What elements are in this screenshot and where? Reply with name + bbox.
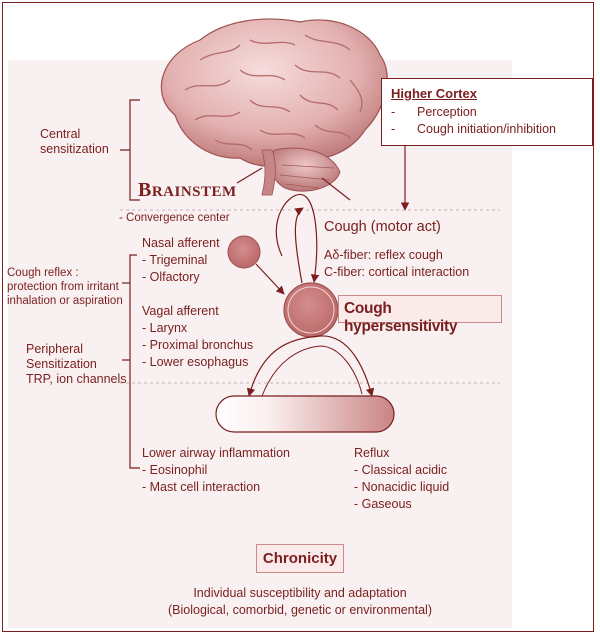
convergence-center: - Convergence center xyxy=(119,212,230,224)
lower-airway-eosinophil: - Eosinophil xyxy=(142,463,208,477)
reflux-classical-acidic: - Classical acidic xyxy=(354,463,448,477)
central-sensitization-line1: Central xyxy=(40,127,81,141)
lower-airway-title: Lower airway inflammation xyxy=(142,446,290,460)
brainstem-rest: RAINSTEM xyxy=(151,184,237,200)
brainstem-pointer-right xyxy=(321,177,351,201)
cough-reflex-line2: protection from irritant xyxy=(7,281,119,293)
footer-line1: Individual susceptibility and adaptation xyxy=(193,586,407,600)
cortex-item-cough-initiation: Cough initiation/inhibition xyxy=(417,122,556,136)
brainstem-label: BRAINSTEM xyxy=(138,179,237,202)
higher-cortex-title: Higher Cortex xyxy=(391,86,477,101)
hypersensitivity-node xyxy=(283,282,339,338)
reflux-title: Reflux xyxy=(354,446,390,460)
central-sensitization-line2: sensitization xyxy=(40,142,109,156)
footer-line2: (Biological, comorbid, genetic or enviro… xyxy=(167,603,432,617)
cough-reflex-line3: inhalation or aspiration xyxy=(7,295,123,307)
higher-cortex-box: Higher Cortex - Perception - Cough initi… xyxy=(381,78,593,146)
peripheral-line2: Sensitization xyxy=(26,357,97,371)
brainstem-initial: B xyxy=(138,179,152,201)
nasal-to-hypersensitivity-arrow xyxy=(255,263,285,295)
cortex-bullet-1: - xyxy=(391,105,396,119)
pill-arc-outer xyxy=(246,335,375,397)
cough-motor-title: Cough (motor act) xyxy=(324,219,441,235)
cortex-item-perception: Perception xyxy=(417,105,477,119)
reflux-gaseous: - Gaseous xyxy=(354,497,412,511)
brainstem-pointer-left xyxy=(236,167,263,184)
nasal-afferent-olfactory: - Olfactory xyxy=(142,270,200,284)
cortex-bullet-2: - xyxy=(391,122,396,136)
nasal-node xyxy=(227,235,261,269)
lower-airway-mast-cell: - Mast cell interaction xyxy=(142,480,261,494)
vagal-afferent-larynx: - Larynx xyxy=(142,321,188,335)
cough-motor-cfiber: C-fiber: cortical interaction xyxy=(324,265,470,279)
reflux-nonacidic-liquid: - Nonacidic liquid xyxy=(354,480,450,494)
afferent-bracket xyxy=(129,254,140,469)
cough-motor-adelta: Aδ-fiber: reflex cough xyxy=(324,248,443,262)
cough-reflex-line1: Cough reflex : xyxy=(7,267,79,279)
cough-hypersensitivity-label: Cough hypersensitivity xyxy=(344,300,458,335)
inflammation-reflux-pill xyxy=(215,395,395,433)
arc-brainstem-outer xyxy=(275,193,320,283)
pill-arc-inner xyxy=(261,345,363,397)
nasal-afferent-trigeminal: - Trigeminal xyxy=(142,253,208,267)
peripheral-line3: TRP, ion channels xyxy=(26,372,127,386)
peripheral-line1: Peripheral xyxy=(26,342,83,356)
vagal-afferent-title: Vagal afferent xyxy=(142,304,219,318)
vagal-afferent-bronchus: - Proximal bronchus xyxy=(142,338,254,352)
chronicity-label: Chronicity xyxy=(262,550,338,567)
chronicity-box: Chronicity xyxy=(256,544,344,573)
vagal-afferent-esophagus: - Lower esophagus xyxy=(142,355,249,369)
hypersensitivity-node-ring xyxy=(287,286,335,334)
cough-hypersensitivity-box: Cough hypersensitivity xyxy=(338,295,502,335)
central-bracket xyxy=(120,99,140,201)
nasal-afferent-title: Nasal afferent xyxy=(142,236,220,250)
brain-illustration xyxy=(160,18,388,196)
arc-brainstem-inner xyxy=(294,207,304,284)
